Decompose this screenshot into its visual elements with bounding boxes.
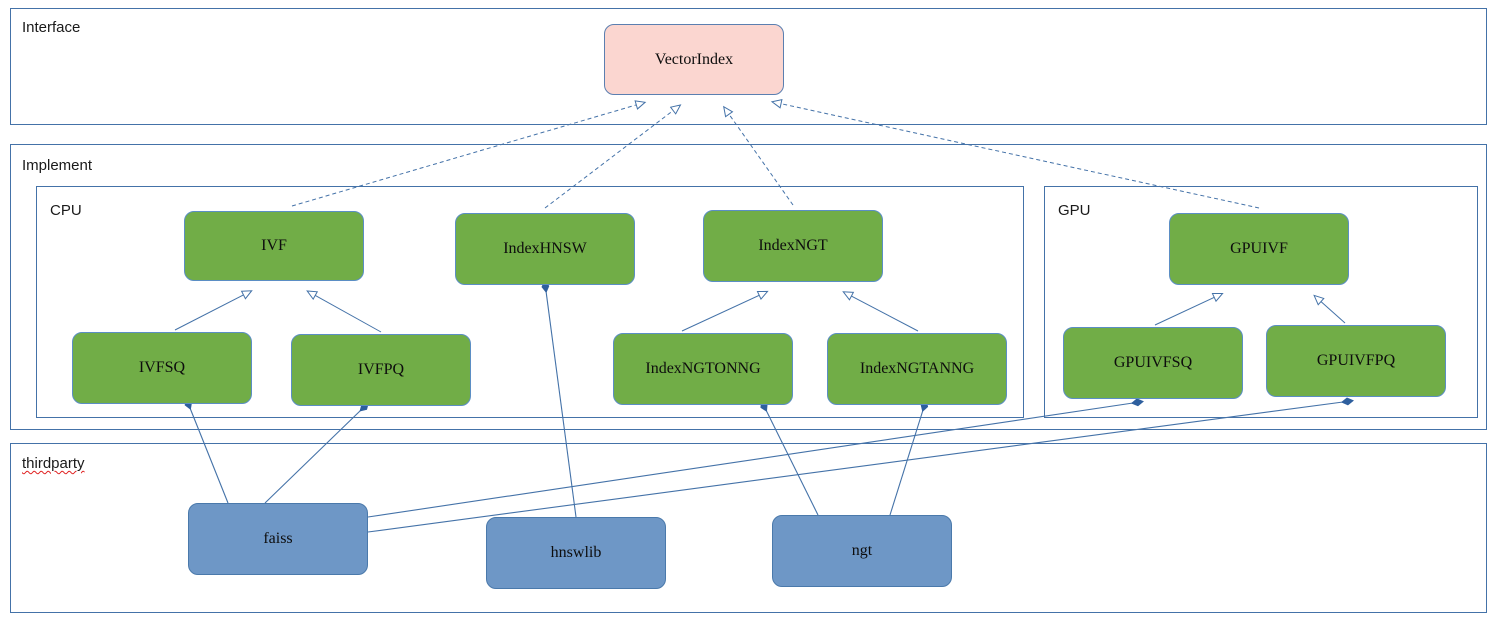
node-indexhnsw[interactable]: IndexHNSW: [455, 213, 635, 285]
panel-label-thirdparty: thirdparty: [22, 455, 85, 472]
node-label: ngt: [851, 542, 873, 560]
node-label: IndexNGTONNG: [645, 360, 761, 378]
node-indexngtanng[interactable]: IndexNGTANNG: [827, 333, 1007, 405]
node-label: GPUIVF: [1230, 240, 1288, 258]
node-gpuivfsq[interactable]: GPUIVFSQ: [1063, 327, 1243, 399]
node-label: IndexHNSW: [503, 240, 587, 258]
node-indexngtonng[interactable]: IndexNGTONNG: [613, 333, 793, 405]
node-ivf[interactable]: IVF: [184, 211, 364, 281]
node-label: IndexNGTANNG: [859, 360, 975, 378]
panel-label-gpu: GPU: [1058, 202, 1091, 219]
node-faiss[interactable]: faiss: [188, 503, 368, 575]
panel-label-implement: Implement: [22, 157, 93, 174]
node-label: faiss: [263, 530, 293, 548]
node-label: GPUIVFSQ: [1113, 354, 1193, 372]
node-label: IndexNGT: [758, 237, 828, 255]
node-ivfpq[interactable]: IVFPQ: [291, 334, 471, 406]
panel-label-interface: Interface: [22, 19, 81, 36]
node-gpuivf[interactable]: GPUIVF: [1169, 213, 1349, 285]
node-gpuivfpq[interactable]: GPUIVFPQ: [1266, 325, 1446, 397]
node-vectorindex[interactable]: VectorIndex: [604, 24, 784, 95]
node-ivfsq[interactable]: IVFSQ: [72, 332, 252, 404]
node-label: IVFSQ: [138, 359, 186, 377]
node-hnswlib[interactable]: hnswlib: [486, 517, 666, 589]
node-label: hnswlib: [550, 544, 602, 562]
node-label: GPUIVFPQ: [1316, 352, 1396, 370]
panel-label-cpu: CPU: [50, 202, 82, 219]
node-label: IVF: [261, 237, 287, 255]
node-label: IVFPQ: [357, 361, 405, 379]
node-indexngt[interactable]: IndexNGT: [703, 210, 883, 282]
node-ngt[interactable]: ngt: [772, 515, 952, 587]
node-label: VectorIndex: [654, 50, 734, 68]
